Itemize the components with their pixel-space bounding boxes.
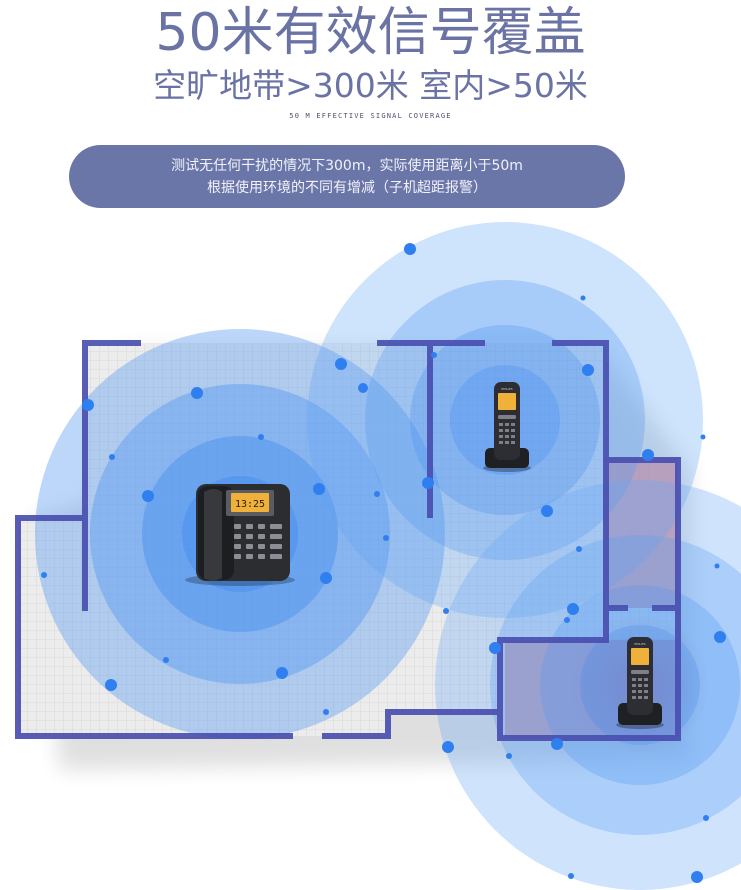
handset-1-brand: PHILIPS <box>501 387 512 391</box>
handset-1: PHILIPS <box>483 382 531 472</box>
signal-dots <box>41 243 726 883</box>
handset-1-screen <box>498 393 516 410</box>
notice-line-1: 测试无任何干扰的情况下300m，实际使用距离小于50m <box>171 157 523 174</box>
coverage-illustration: 13:25 PHILIPS PHILIPS <box>15 222 741 890</box>
base-phone-screen-text: 13:25 <box>235 499 265 510</box>
handset-2-screen <box>631 648 649 665</box>
page-subtitle: 空旷地带>300米 室内>50米 <box>153 66 588 105</box>
base-phone: 13:25 <box>185 484 295 586</box>
handset-2: PHILIPS <box>616 637 664 729</box>
page-title: 50米有效信号覆盖 <box>155 3 586 63</box>
base-phone-screen <box>231 493 269 512</box>
notice-banner: 测试无任何干扰的情况下300m，实际使用距离小于50m 根据使用环境的不同有增减… <box>69 145 625 208</box>
handset-2-brand: PHILIPS <box>634 642 645 646</box>
walls <box>15 340 681 741</box>
english-caption: 50 M EFFECTIVE SIGNAL COVERAGE <box>289 112 452 120</box>
notice-line-2: 根据使用环境的不同有增减（子机超距报警） <box>207 179 487 196</box>
